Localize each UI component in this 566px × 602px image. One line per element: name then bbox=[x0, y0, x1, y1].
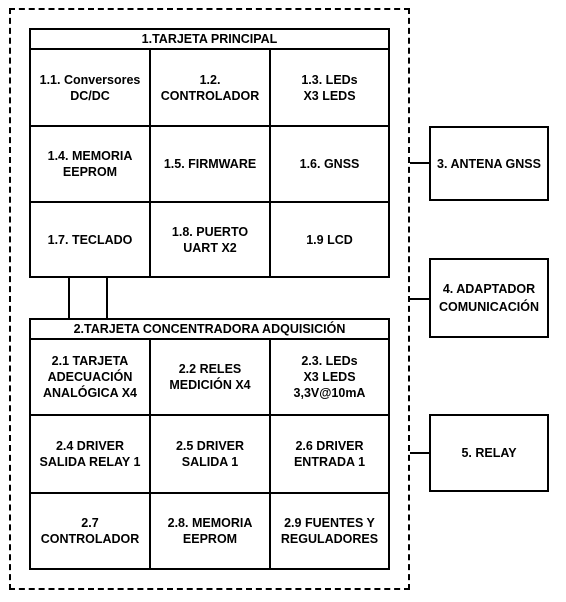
board-concentrator-col-divider-1 bbox=[149, 338, 151, 568]
block-eeprom-2: 2.8. MEMORIA EEPROM bbox=[167, 516, 253, 546]
board-main-row-divider-1 bbox=[31, 125, 388, 127]
block-dcdc-converters: 1.1. Conversores DC/DC bbox=[39, 72, 141, 103]
block-gnss: 1.6. GNSS bbox=[299, 157, 360, 171]
board-main-row-divider-2 bbox=[31, 201, 388, 203]
block-firmware: 1.5. FIRMWARE bbox=[163, 157, 257, 171]
board-connector-right bbox=[106, 278, 108, 318]
block-communication-adapter: 4. ADAPTADOR COMUNICACIÓN bbox=[429, 258, 549, 338]
antenna-link bbox=[410, 162, 429, 164]
board-main-col-divider-2 bbox=[269, 48, 271, 276]
block-input-driver: 2.6 DRIVER ENTRADA 1 bbox=[293, 439, 366, 469]
board-concentrator-col-divider-2 bbox=[269, 338, 271, 568]
board-concentrator-title-divider bbox=[31, 338, 388, 340]
block-analog-adapter: 2.1 TARJETA ADECUACIÓN ANALÓGICA X4 bbox=[43, 354, 137, 400]
block-power-regulators: 2.9 FUENTES Y REGULADORES bbox=[280, 516, 379, 546]
block-lcd: 1.9 LCD bbox=[306, 232, 353, 247]
relay-link bbox=[410, 452, 429, 454]
block-output-driver: 2.5 DRIVER SALIDA 1 bbox=[175, 439, 245, 469]
board-concentrator-title: 2.TARJETA CONCENTRADORA ADQUISICIÓN bbox=[73, 322, 346, 336]
block-eeprom: 1.4. MEMORIA EEPROM bbox=[47, 149, 133, 179]
block-controller-2: 2.7 CONTROLADOR bbox=[40, 516, 140, 546]
board-main-col-divider-1 bbox=[149, 48, 151, 276]
block-controller: 1.2. CONTROLADOR bbox=[160, 72, 260, 103]
block-leds-2: 2.3. LEDs X3 LEDS 3,3V@10mA bbox=[293, 354, 366, 400]
block-measurement-relays: 2.2 RELES MEDICIÓN X4 bbox=[169, 362, 251, 392]
board-connector-left bbox=[68, 278, 70, 318]
block-uart-port: 1.8. PUERTO UART X2 bbox=[171, 224, 249, 255]
system-enclosure bbox=[9, 8, 410, 590]
board-main-title: 1.TARJETA PRINCIPAL bbox=[141, 32, 278, 46]
board-main-title-divider bbox=[31, 48, 388, 50]
block-relay: 5. RELAY bbox=[429, 414, 549, 492]
adapter-link bbox=[410, 298, 429, 300]
board-concentrator-row-divider-1 bbox=[31, 414, 388, 416]
block-gnss-antenna: 3. ANTENA GNSS bbox=[429, 126, 549, 201]
board-concentrator-row-divider-2 bbox=[31, 492, 388, 494]
board-concentrator: 2.TARJETA CONCENTRADORA ADQUISICIÓN 2.1 … bbox=[29, 318, 390, 570]
board-main: 1.TARJETA PRINCIPAL 1.1. Conversores DC/… bbox=[29, 28, 390, 278]
block-leds: 1.3. LEDs X3 LEDS bbox=[301, 72, 358, 103]
block-keyboard: 1.7. TECLADO bbox=[47, 232, 133, 247]
block-relay-output-driver: 2.4 DRIVER SALIDA RELAY 1 bbox=[39, 439, 141, 469]
